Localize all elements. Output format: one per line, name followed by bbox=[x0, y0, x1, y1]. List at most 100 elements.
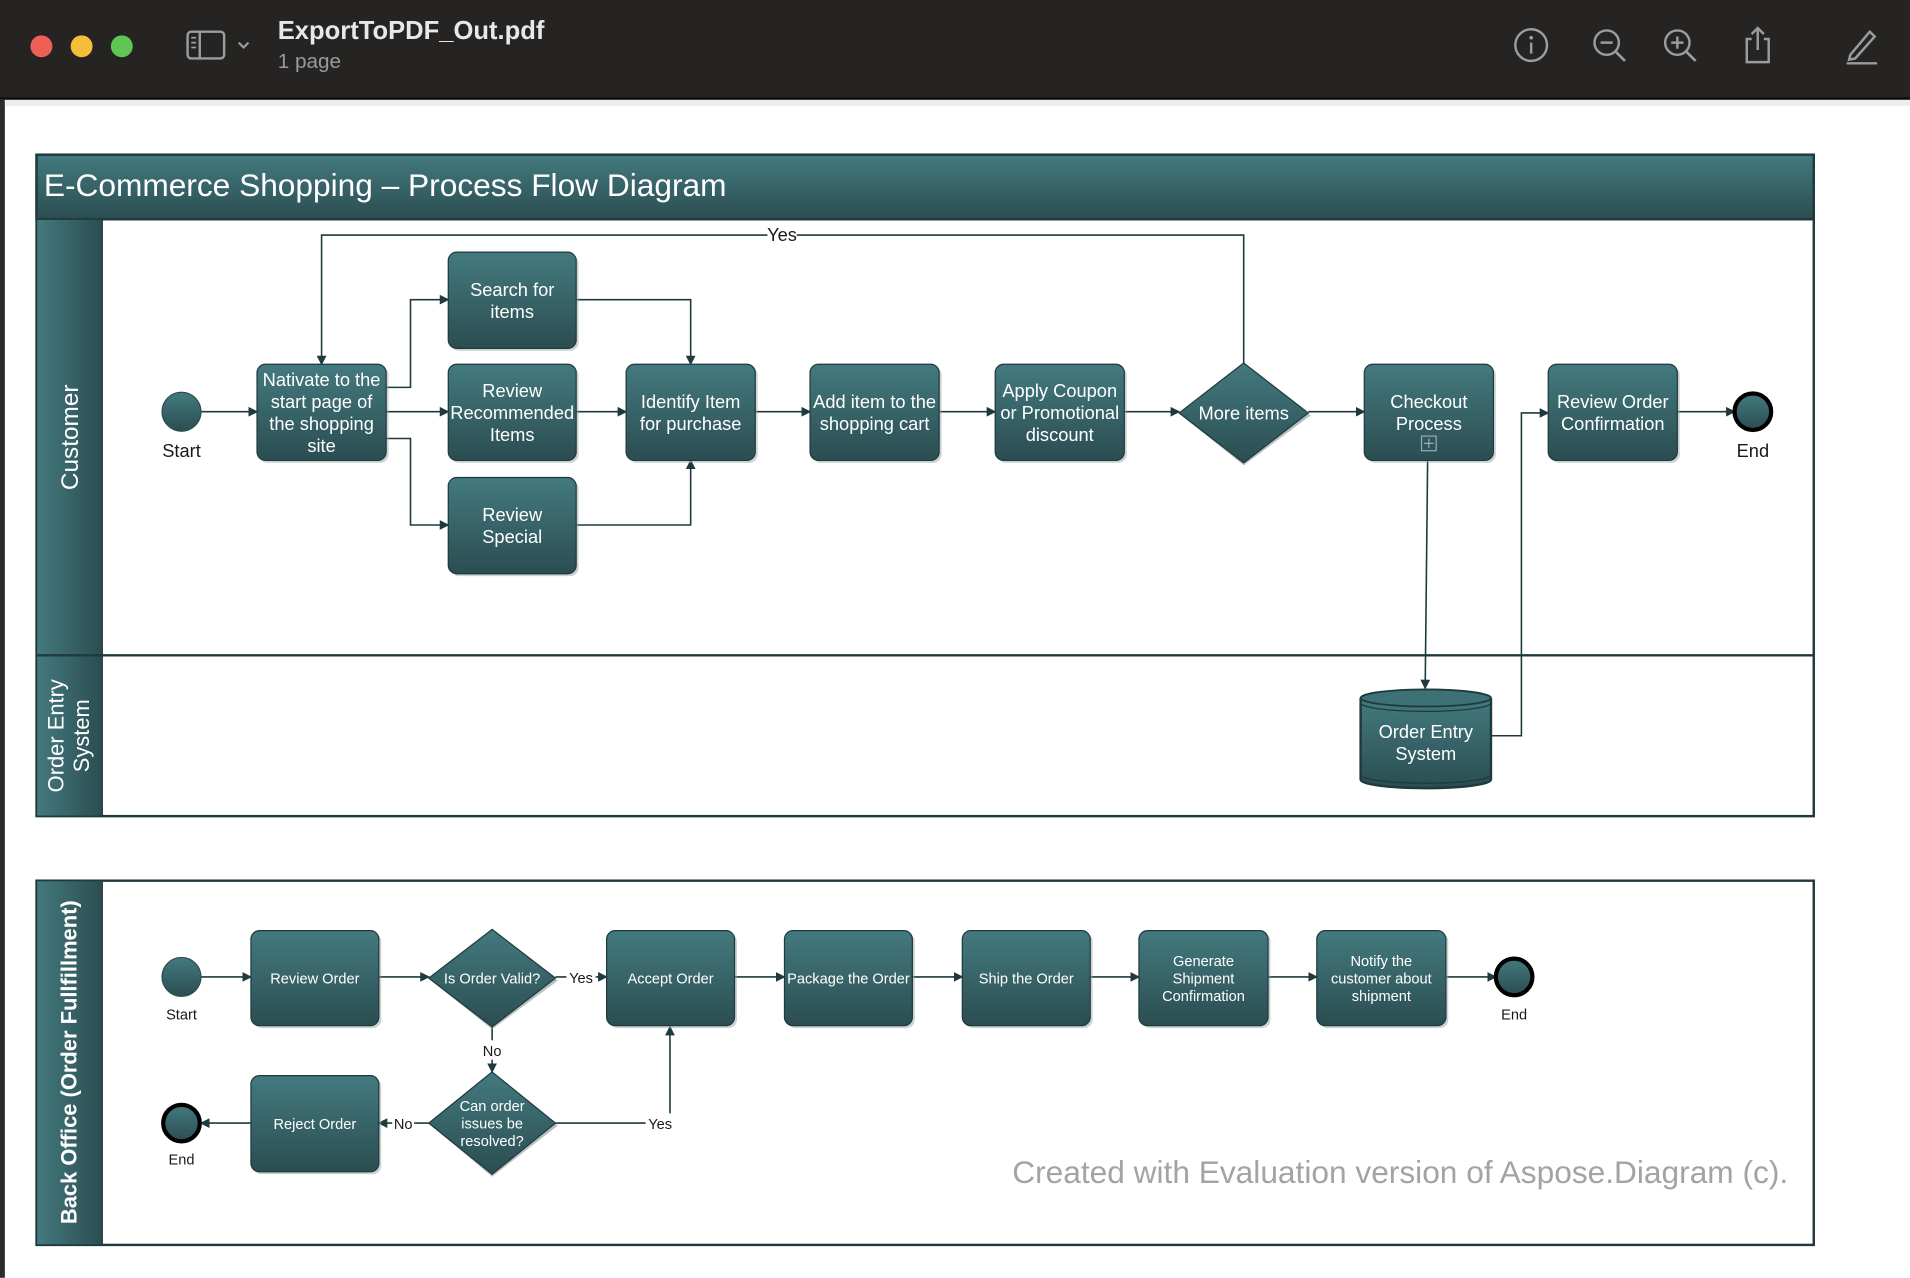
lane-label-back-office: Back Office (Order Fullfillment) bbox=[57, 900, 82, 1224]
lane-header-customer bbox=[35, 218, 103, 656]
node-label-line: Checkout bbox=[1390, 391, 1467, 412]
node-end2[interactable]: End bbox=[161, 1102, 202, 1169]
process-box bbox=[961, 930, 1091, 1027]
toolbar: ExportToPDF_Out.pdf 1 page bbox=[0, 0, 1910, 100]
minimize-window-button[interactable] bbox=[70, 35, 93, 58]
end-event-circle bbox=[161, 1102, 202, 1144]
node-end[interactable]: End bbox=[1493, 956, 1535, 1024]
process-box bbox=[250, 930, 380, 1027]
diagram-title-band bbox=[35, 153, 1815, 221]
connector-arrow bbox=[1490, 408, 1550, 737]
process-box bbox=[1138, 930, 1269, 1027]
lane-label-order-entry-line1: Order Entry bbox=[43, 679, 68, 792]
node-label-line: Recommended bbox=[450, 402, 574, 423]
node-accept[interactable]: Accept Order bbox=[606, 930, 737, 1029]
start-event-circle bbox=[161, 391, 202, 432]
event-label: End bbox=[1737, 440, 1770, 461]
node-label-line: Confirmation bbox=[1162, 989, 1245, 1005]
document-title: ExportToPDF_Out.pdf bbox=[277, 17, 545, 46]
node-label-line: Shipment bbox=[1173, 971, 1235, 987]
node-label-line: customer about bbox=[1331, 971, 1432, 987]
close-window-button[interactable] bbox=[30, 35, 53, 58]
chevron-down-icon bbox=[237, 41, 250, 50]
node-ship[interactable]: Ship the Order bbox=[961, 930, 1093, 1029]
database-cylinder bbox=[1359, 697, 1493, 790]
node-reject[interactable]: Reject Order bbox=[250, 1074, 382, 1175]
maximize-window-button[interactable] bbox=[110, 35, 133, 58]
lane-header-back-office bbox=[35, 880, 103, 1246]
lane-label-order-entry-line2: System bbox=[69, 699, 94, 772]
node-label-line: Review Order bbox=[1557, 391, 1669, 412]
connector-label: No bbox=[394, 1117, 413, 1133]
connector-arrow bbox=[386, 437, 450, 530]
node-is-valid[interactable]: Is Order Valid? bbox=[427, 928, 558, 1030]
node-label-line: Items bbox=[490, 424, 535, 445]
process-box bbox=[809, 363, 940, 462]
event-label: Start bbox=[166, 1008, 197, 1024]
page-count: 1 page bbox=[277, 49, 342, 74]
markup-pencil-icon[interactable] bbox=[1841, 24, 1882, 65]
node-label-line: More items bbox=[1199, 403, 1289, 424]
node-label-line: Reject Order bbox=[273, 1117, 356, 1133]
process-box bbox=[447, 476, 577, 575]
customer-pool bbox=[35, 153, 1815, 818]
node-label-line: Package the Order bbox=[787, 971, 910, 987]
node-label-line: or Promotional bbox=[1000, 402, 1119, 423]
end-event-circle bbox=[1493, 956, 1535, 998]
node-label-line: Can order bbox=[460, 1099, 525, 1115]
node-label-line: Review bbox=[482, 504, 543, 525]
node-package[interactable]: Package the Order bbox=[783, 930, 915, 1029]
node-label-line: discount bbox=[1026, 424, 1094, 445]
connector-label: Yes bbox=[648, 1117, 672, 1133]
process-box bbox=[256, 363, 387, 462]
node-label-line: Accept Order bbox=[628, 971, 714, 987]
connector-arrow bbox=[386, 294, 450, 389]
node-label-line: start page of bbox=[271, 391, 373, 412]
node-label-line: Review bbox=[482, 380, 543, 401]
zoom-out-icon[interactable] bbox=[1588, 24, 1629, 65]
node-review-order[interactable]: Review Order bbox=[250, 930, 382, 1029]
process-box bbox=[625, 363, 756, 462]
node-start[interactable]: Start bbox=[161, 391, 202, 461]
connector-arrow bbox=[576, 298, 696, 366]
node-label-line: the shopping bbox=[269, 413, 374, 434]
sidebar-toggle-icon[interactable] bbox=[183, 24, 259, 65]
node-more-items[interactable]: More items bbox=[1178, 362, 1311, 466]
node-label-line: Generate bbox=[1173, 954, 1234, 970]
connector-label: Yes bbox=[569, 971, 593, 987]
lane-label-customer: Customer bbox=[57, 385, 84, 491]
node-start[interactable]: Start bbox=[161, 956, 202, 1024]
node-label-line: Is Order Valid? bbox=[444, 971, 540, 987]
node-label-line: System bbox=[1395, 743, 1456, 764]
info-icon[interactable] bbox=[1510, 24, 1551, 65]
node-label-line: Order Entry bbox=[1379, 721, 1474, 742]
node-label-line: Add item to the bbox=[813, 391, 936, 412]
process-box bbox=[447, 363, 577, 462]
zoom-in-icon[interactable] bbox=[1659, 24, 1700, 65]
node-label-line: Identify Item bbox=[641, 391, 740, 412]
decision-diamond bbox=[427, 1071, 557, 1176]
node-end[interactable]: End bbox=[1732, 391, 1774, 461]
node-label-line: issues be bbox=[461, 1116, 523, 1132]
connector-arrow bbox=[1420, 460, 1431, 690]
node-label-line: Review Order bbox=[270, 971, 359, 987]
process-box bbox=[447, 251, 577, 349]
share-icon[interactable] bbox=[1737, 24, 1778, 65]
node-label-line: items bbox=[490, 301, 534, 322]
node-label-line: shipment bbox=[1352, 989, 1411, 1005]
process-box bbox=[783, 930, 913, 1027]
